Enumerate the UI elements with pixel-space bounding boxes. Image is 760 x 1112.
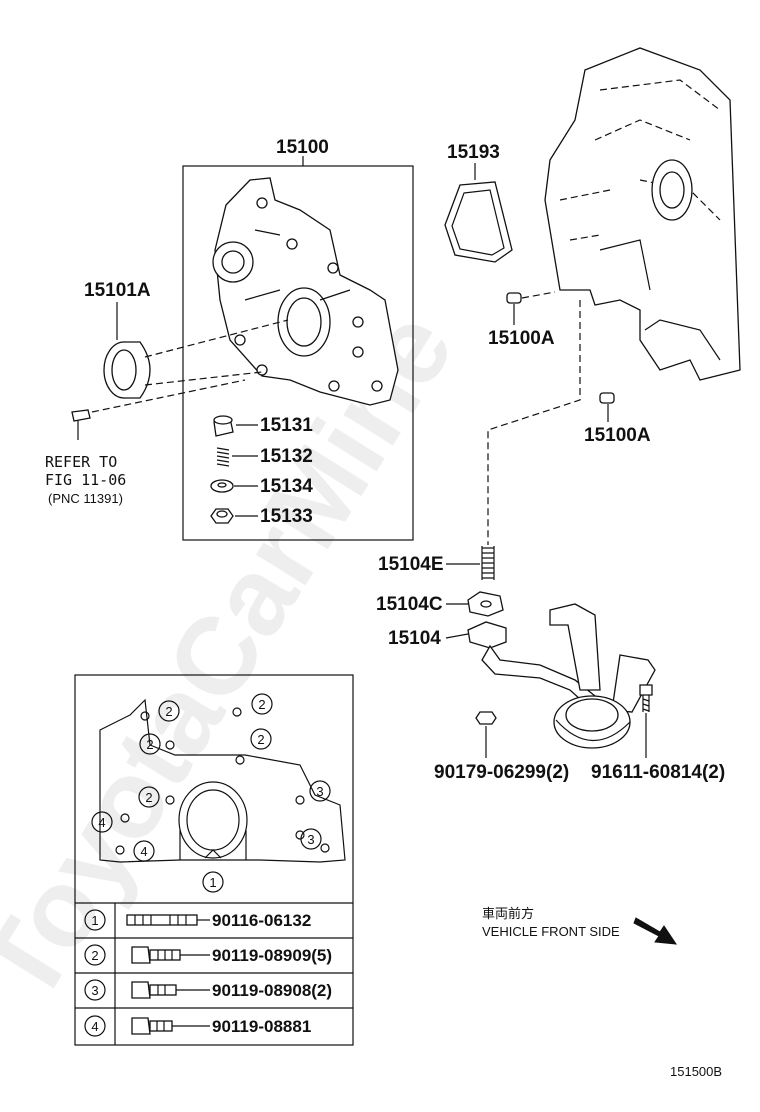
inset-marker-1: 1 — [202, 871, 224, 893]
direction-english: VEHICLE FRONT SIDE — [482, 924, 620, 939]
flange-bolt-icon — [131, 946, 181, 964]
inset-marker-2a: 2 — [158, 700, 180, 722]
callout-pin-lower[interactable]: 15100A — [584, 425, 651, 446]
bolt-part-number: 90119-08881 — [212, 1017, 311, 1036]
strainer-gasket-part[interactable] — [467, 591, 504, 617]
gasket-part[interactable] — [444, 181, 513, 263]
svg-text:2: 2 — [257, 732, 264, 747]
strainer-part[interactable] — [467, 603, 656, 749]
bolt-table-row[interactable]: 4 90119-08881 — [84, 1015, 311, 1037]
svg-text:4: 4 — [140, 844, 147, 859]
bolt-part-number: 90116-06132 — [212, 911, 311, 930]
inset-marker-2d: 2 — [250, 728, 272, 750]
callout-gasket[interactable]: 15193 — [447, 142, 500, 163]
bolt-table-row[interactable]: 1 90116-06132 — [84, 909, 311, 931]
svg-text:2: 2 — [146, 737, 153, 752]
callout-bolt[interactable]: 91611-60814(2) — [591, 762, 725, 783]
direction-japanese: 車両前方 — [482, 906, 534, 921]
stud-part[interactable] — [481, 546, 495, 580]
callout-retainer[interactable]: 15134 — [260, 476, 313, 497]
callout-spring[interactable]: 15132 — [260, 446, 313, 467]
callout-strainer[interactable]: 15104 — [388, 628, 441, 649]
callout-strainer-gasket[interactable]: 15104C — [376, 594, 443, 615]
bolt-table-row[interactable]: 3 90119-08908(2) — [84, 979, 332, 1001]
inset-marker-4b: 4 — [133, 840, 155, 862]
callout-nut[interactable]: 90179-06299(2) — [434, 762, 569, 783]
refer-bolt-part[interactable] — [71, 409, 91, 440]
inset-marker-2e: 2 — [138, 786, 160, 808]
arrow-down-right-icon — [633, 917, 677, 945]
flange-bolt-icon — [131, 1017, 173, 1035]
svg-text:2: 2 — [258, 697, 265, 712]
bolt-part-number: 90119-08908(2) — [212, 981, 332, 1000]
svg-text:4: 4 — [98, 815, 105, 830]
bolt-table-row[interactable]: 2 90119-08909(5) — [84, 944, 332, 966]
inset-marker-3b: 3 — [300, 828, 322, 850]
inset-pump-outline — [99, 698, 346, 863]
refer-line-3: (PNC 11391) — [48, 491, 123, 506]
pin-lower-part[interactable] — [599, 392, 615, 404]
callout-valve[interactable]: 15131 — [260, 415, 313, 436]
oil-seal-part[interactable] — [103, 341, 151, 399]
plug-part[interactable] — [210, 508, 234, 524]
svg-text:3: 3 — [316, 784, 323, 799]
bolt-position-inset — [74, 674, 354, 1046]
callout-oil-seal[interactable]: 15101A — [84, 280, 151, 301]
svg-text:2: 2 — [91, 948, 98, 963]
oil-pump-box — [182, 165, 414, 541]
refer-line-2[interactable]: FIG 11-06 — [45, 471, 126, 489]
flange-bolt-icon — [131, 981, 177, 999]
bolt-part[interactable] — [639, 684, 653, 712]
svg-text:1: 1 — [91, 913, 98, 928]
pin-upper-part[interactable] — [506, 292, 522, 304]
figure-code: 151500B — [670, 1064, 722, 1079]
callout-stud[interactable]: 15104E — [378, 554, 444, 575]
bolt-part-number: 90119-08909(5) — [212, 946, 332, 965]
svg-text:2: 2 — [165, 704, 172, 719]
inset-marker-3a: 3 — [309, 780, 331, 802]
inset-marker-4a: 4 — [91, 811, 113, 833]
retainer-part[interactable] — [210, 479, 234, 493]
callout-oil-pump[interactable]: 15100 — [276, 137, 329, 158]
svg-text:3: 3 — [91, 983, 98, 998]
oil-pump-illustration[interactable] — [212, 177, 399, 406]
stud-bolt-icon — [126, 914, 198, 926]
spring-part[interactable] — [216, 447, 230, 467]
svg-text:4: 4 — [91, 1019, 98, 1034]
callout-pin-upper[interactable]: 15100A — [488, 328, 555, 349]
valve-part[interactable] — [213, 415, 234, 437]
callout-plug[interactable]: 15133 — [260, 506, 313, 527]
engine-block-illustration — [544, 47, 741, 381]
svg-text:2: 2 — [145, 790, 152, 805]
inset-marker-2c: 2 — [139, 733, 161, 755]
svg-text:1: 1 — [209, 875, 216, 890]
bolt-table — [75, 902, 353, 1045]
inset-marker-2b: 2 — [251, 693, 273, 715]
nut-part[interactable] — [475, 711, 497, 725]
svg-text:3: 3 — [307, 832, 314, 847]
refer-line-1: REFER TO — [45, 453, 117, 471]
